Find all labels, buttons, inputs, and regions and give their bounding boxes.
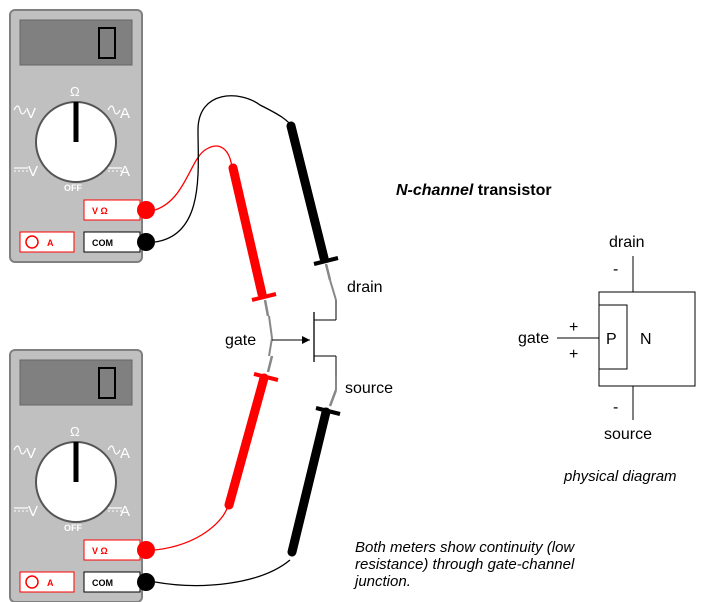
red-probe-tip	[263, 299, 270, 317]
physical-caption: physical diagram	[563, 468, 677, 485]
black-probe-tip	[328, 389, 338, 407]
com-jack-plug[interactable]	[137, 233, 155, 251]
amp-jack-box	[19, 231, 75, 253]
display-digit	[98, 27, 116, 59]
amp-jack-socket[interactable]	[25, 235, 39, 249]
minus-bottom: -	[613, 399, 618, 416]
gate-label: gate	[225, 332, 256, 349]
red-probe-guard	[253, 372, 279, 382]
n-label: N	[640, 331, 652, 348]
top-meter-leads	[154, 95, 339, 317]
minus-top: -	[613, 261, 618, 278]
amp-jack-label: A	[47, 238, 54, 248]
phys-gate-label: gate	[518, 330, 549, 347]
com-jack-label: COM	[92, 238, 113, 248]
phys-drain-label: drain	[609, 234, 645, 251]
vohm-jack-plug[interactable]	[137, 201, 155, 219]
plus-top: +	[569, 319, 578, 336]
ac-amp-label: A	[120, 105, 130, 122]
title-bold: transistor	[473, 182, 551, 199]
dc-volt-label: V	[28, 163, 38, 180]
vohm-jack-label: V Ω	[92, 206, 108, 216]
red-wire	[154, 145, 233, 211]
ac-wave-icon	[107, 445, 121, 455]
com-jack-label: COM	[92, 578, 113, 588]
off-label: OFF	[64, 523, 82, 533]
dc-amp-label: A	[120, 163, 130, 180]
drain-label: drain	[347, 279, 383, 296]
ac-amp-label: A	[120, 445, 130, 462]
note-line: Both meters show continuity (low	[355, 539, 575, 556]
black-wire	[154, 95, 294, 243]
vohm-jack-label: V Ω	[92, 546, 108, 556]
note-line: resistance) through gate-channel	[355, 556, 575, 573]
ohm-label: Ω	[70, 84, 80, 99]
multimeter-top: Ω OFF V A V A V Ω A COM	[9, 9, 155, 263]
ac-volt-label: V	[26, 445, 36, 462]
amp-jack-label: A	[47, 578, 54, 588]
multimeter-bottom: Ω OFF V A V A V Ω A COM	[9, 349, 155, 602]
amp-jack-socket[interactable]	[25, 575, 39, 589]
ac-volt-label: V	[26, 105, 36, 122]
ac-wave-icon	[107, 105, 121, 115]
black-probe-guard	[315, 406, 341, 416]
red-wire	[154, 504, 229, 551]
red-probe-tip	[266, 355, 274, 373]
transistor-title: N-channel transistor	[396, 182, 552, 199]
ohm-label: Ω	[70, 424, 80, 439]
black-probe-tip	[324, 263, 332, 281]
dc-amp-label: A	[120, 503, 130, 520]
physical-diagram: drain source gate P N + + - - physical d…	[518, 234, 696, 485]
bottom-meter-leads	[154, 355, 341, 587]
note-line: junction.	[353, 573, 411, 590]
black-probe[interactable]	[286, 121, 329, 263]
black-probe-guard	[313, 256, 339, 266]
red-probe-guard	[251, 292, 277, 302]
red-probe[interactable]	[224, 373, 269, 510]
phys-source-label: source	[604, 426, 652, 443]
com-jack-plug[interactable]	[137, 573, 155, 591]
vohm-jack-plug[interactable]	[137, 541, 155, 559]
gate-arrow-icon	[302, 336, 310, 344]
jfet-symbol: drain gate source	[225, 279, 393, 397]
p-region	[598, 304, 628, 370]
title-italic: N-channel	[396, 182, 474, 199]
ac-wave-icon	[13, 445, 27, 455]
continuity-note: Both meters show continuity (low resista…	[353, 539, 575, 590]
p-label: P	[606, 331, 617, 348]
off-label: OFF	[64, 183, 82, 193]
ac-wave-icon	[13, 105, 27, 115]
source-label: source	[345, 380, 393, 397]
display-digit	[98, 367, 116, 399]
black-probe[interactable]	[287, 407, 331, 557]
dc-volt-label: V	[28, 503, 38, 520]
amp-jack-box	[19, 571, 75, 593]
black-wire	[154, 559, 291, 587]
plus-bottom: +	[569, 346, 578, 363]
red-probe[interactable]	[228, 163, 267, 299]
